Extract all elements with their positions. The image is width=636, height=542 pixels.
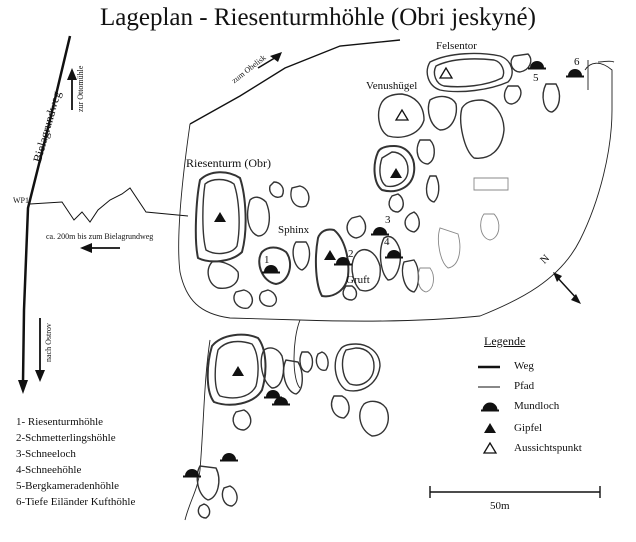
cave-list: 1- Riesenturmhöhle 2-Schmetterlingshöhle… [16,414,135,510]
cave-entrance-icon [370,226,390,236]
cave-list-item: 1- Riesenturmhöhle [16,416,104,428]
waypoint-label: WP1 [13,196,29,205]
summit-icon [214,212,226,222]
north-arrow [553,272,581,304]
boundary-path [178,62,613,521]
legend-symbols [478,365,500,454]
summit-icon [390,168,402,178]
viewpoint-icon [438,66,454,79]
cave-list-item: 4-Schneehöhle [16,464,82,476]
rock-formations [194,52,615,519]
distance-label: ca. 200m bis zum Bielagrundweg [46,232,154,241]
cave-number: 4 [384,236,390,248]
road-label-ostrov: nach Ostrov [44,323,53,362]
place-label-felsentor: Felsentor [436,40,477,52]
cave-number: 5 [533,72,539,84]
scale-label: 50m [490,500,510,512]
cave-list-item: 6-Tiefe Eiländer Kufthöhle [16,496,136,508]
legend-label: Mundloch [514,400,560,412]
summit-icon [324,250,336,260]
cave-entrance-icon [261,264,281,274]
cave-number: 2 [348,248,354,260]
summit-icons [214,168,402,376]
cave-entrance-icon [263,389,283,399]
cave-list-item: 2-Schmetterlingshöhle [16,432,116,444]
cave-number: 1 [264,254,270,266]
path-wp1 [29,187,189,253]
viewpoint-icons [394,66,454,121]
cave-number: 6 [574,56,580,68]
place-label-sphinx: Sphinx [278,224,310,236]
obelisk-road [189,39,401,125]
legend-label: Gipfel [514,422,543,434]
cave-number: 3 [385,214,391,226]
summit-icon [232,366,244,376]
legend-title: Legende [484,334,526,348]
cave-entrance-icons [182,60,585,478]
legend-label: Weg [514,360,534,372]
cave-list-item: 5-Bergkameradenhöhle [16,480,120,492]
main-road [18,35,77,394]
cave-entrance-icon [219,452,239,462]
viewpoint-icon [394,108,410,121]
place-label-venushugel: Venushügel [366,80,418,92]
scale-bar [429,486,601,498]
legend-label: Aussichtspunkt [514,442,582,454]
cave-list-item: 3-Schneeloch [16,448,76,460]
legend-label: Pfad [514,380,535,392]
map-title: Lageplan - Riesenturmhöhle (Obri jeskyné… [100,4,536,31]
place-label-riesenturm: Riesenturm (Obr) [186,156,271,170]
road-label-ottomuhle: zur Ottomühle [76,65,85,112]
cave-entrance-icon [565,68,585,78]
place-label-gruft: Gruft [346,274,370,286]
